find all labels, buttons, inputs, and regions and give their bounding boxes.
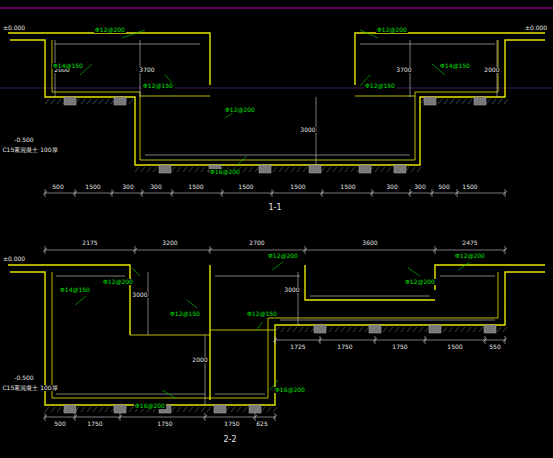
dimension-text: 300 (385, 184, 398, 190)
dimension-text: 2175 (81, 240, 98, 246)
dimension-text: 1-1 (267, 204, 282, 212)
dimension-text: 1500 (461, 184, 478, 190)
dimension-text: 1500 (289, 184, 306, 190)
dimension-text: ±0.000 (524, 25, 548, 31)
dimension-text: 1750 (86, 421, 103, 427)
rebar-callout: Φ12@200 (224, 107, 256, 113)
rebar-callout: Φ12@150 (169, 311, 201, 317)
dimension-text: -0.500 (13, 137, 34, 143)
dimension-text: C15素混凝土 100厚 (1, 385, 58, 391)
dimension-text: C15素混凝土 100厚 (1, 147, 58, 153)
dimension-text: 3700 (138, 67, 155, 73)
dimension-text: 1500 (339, 184, 356, 190)
rebar-callout: Φ12@200 (376, 27, 408, 33)
dimension-text: ±0.000 (2, 256, 26, 262)
rebar-callout: Φ12@150 (142, 83, 174, 89)
dimension-text: 1750 (336, 344, 353, 350)
grid-line (0, 88, 553, 89)
dimension-text: 3000 (131, 292, 148, 298)
rebar-callout: Φ16@200 (274, 387, 306, 393)
dimension-text: 1500 (446, 344, 463, 350)
dimension-text: 300 (121, 184, 134, 190)
dimension-text: 1725 (289, 344, 306, 350)
rebar-callout: Φ12@200 (102, 279, 134, 285)
dimension-text: 1750 (223, 421, 240, 427)
frame-line (0, 8, 553, 9)
rebar-callout: Φ12@200 (94, 27, 126, 33)
rebar-callout: Φ12@150 (364, 83, 396, 89)
dimension-text: 300 (413, 184, 426, 190)
pile-cap (45, 97, 508, 413)
dimension-text: 2000 (483, 67, 500, 73)
dimension-text: 2-2 (222, 436, 237, 444)
dimension-text: 3700 (395, 67, 412, 73)
concrete-outline (8, 33, 545, 405)
rebar-callout: Φ12@200 (267, 253, 299, 259)
rebar-callout: Φ16@200 (209, 169, 241, 175)
dimension-text: 500 (51, 184, 64, 190)
dimension-text: ±0.000 (2, 25, 26, 31)
dimension-text: 3000 (283, 287, 300, 293)
rebar-callout: Φ14@150 (52, 63, 84, 69)
rebar-callout: Φ14@150 (59, 287, 91, 293)
rebar-callout: Φ12@150 (246, 311, 278, 317)
dimension-text: 500 (437, 184, 450, 190)
dimension-text: 3000 (299, 127, 316, 133)
rebar-line (55, 44, 495, 394)
rebar-callout: Φ14@150 (439, 63, 471, 69)
dimension-text: 1500 (237, 184, 254, 190)
dimension-text: 300 (149, 184, 162, 190)
rebar-callout: Φ16@200 (134, 403, 166, 409)
dimension-text: 3600 (361, 240, 378, 246)
dimension-text: 2475 (461, 240, 478, 246)
dimension-text: 2700 (248, 240, 265, 246)
dimension-text: 625 (255, 421, 268, 427)
dimension-text: 500 (53, 421, 66, 427)
dimension-text: 1500 (187, 184, 204, 190)
dimension-text: -0.500 (13, 375, 34, 381)
dimension-text: 1750 (156, 421, 173, 427)
dimension-text: 550 (488, 344, 501, 350)
dimension-line (43, 40, 507, 421)
dimension-text: 1750 (391, 344, 408, 350)
dimension-text: 1500 (84, 184, 101, 190)
rebar-callout: Φ12@200 (404, 279, 436, 285)
dimension-text: 2000 (191, 357, 208, 363)
dimension-text: 3200 (161, 240, 178, 246)
leader-line (75, 30, 470, 398)
rebar-callout: Φ12@200 (454, 253, 486, 259)
